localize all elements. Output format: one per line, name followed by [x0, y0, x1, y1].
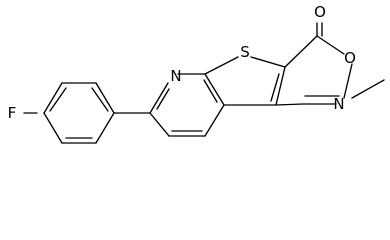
bond-thiophene-3 — [275, 66, 286, 106]
bond-pyridine-1 — [149, 82, 169, 114]
atom-labels: F N S O O N — [8, 3, 356, 122]
sulfur-label: S — [240, 43, 250, 61]
chemical-structure: F N S O O N — [8, 3, 385, 144]
bond-phenyl-4 — [95, 112, 115, 144]
bond-oxazine-2 — [316, 35, 345, 55]
bonds — [23, 22, 385, 144]
bond-thiophene-2 — [250, 56, 286, 68]
bond-phenyl-double-1 — [49, 87, 67, 112]
fluorine-label: F — [8, 104, 17, 122]
bond-pyridine-4 — [204, 104, 225, 137]
pyridine-nitrogen-label: N — [170, 67, 181, 85]
bond-oxazine-3 — [343, 63, 353, 99]
bond-pyridine-6 — [149, 112, 170, 137]
bond-phenyl-1 — [43, 82, 63, 114]
bond-pyridine-double-2 — [203, 79, 218, 103]
bond-phenyl-3 — [95, 82, 115, 114]
bond-pyridine-3 — [204, 73, 225, 106]
oxazine-nitrogen-label: N — [333, 95, 344, 113]
bond-phenyl-double-2 — [91, 87, 109, 112]
bond-oxazine-1 — [284, 35, 318, 68]
bond-oxazine-5 — [275, 103, 304, 106]
bond-thiophene-1 — [204, 56, 239, 75]
bond-methyl — [351, 79, 385, 99]
ring-oxygen-label: O — [344, 49, 356, 67]
bond-pyridine-double-1 — [156, 88, 170, 110]
bond-phenyl-6 — [43, 112, 63, 144]
bond-thiophene-double — [270, 73, 280, 102]
carbonyl-oxygen-label: O — [314, 3, 326, 21]
